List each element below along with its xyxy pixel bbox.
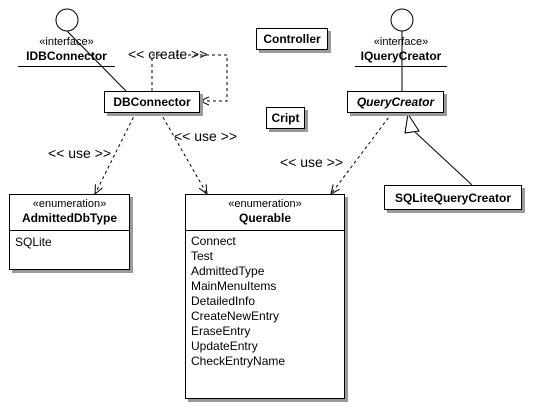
iquerycreator-lollipop — [390, 8, 414, 32]
enum-divider — [186, 230, 344, 231]
idbconnector-lollipop — [55, 8, 79, 32]
enum-name: Querable — [238, 211, 292, 225]
create-self-dependency — [151, 54, 228, 101]
enum-name: AdmittedDbType — [21, 211, 118, 225]
interface-iquerycreator: «interface» IQueryCreator — [355, 36, 447, 67]
interface-stereotype: «interface» — [39, 36, 94, 48]
interface-stereotype: «interface» — [373, 36, 429, 48]
use-querycreator-dependency — [331, 112, 393, 194]
class-name: DBConnector — [113, 95, 191, 109]
enum-literals: SQLite — [10, 231, 129, 250]
class-sqlitequerycreator[interactable]: SQLiteQueryCreator — [384, 185, 522, 210]
enum-stereotype: «enumeration» — [32, 198, 107, 210]
use-querable-dependency — [159, 111, 207, 194]
generalization-arrowhead — [404, 112, 420, 134]
use-querycreator-label: << use >> — [280, 154, 344, 170]
enum-stereotype: «enumeration» — [228, 198, 302, 210]
create-relation-label: << create >> — [128, 46, 208, 62]
generalization-line — [414, 131, 473, 186]
class-querycreator[interactable]: QueryCreator — [347, 91, 444, 113]
interface-underline — [18, 66, 115, 67]
enum-literal: Test — [191, 249, 214, 263]
enum-admitteddbtype[interactable]: «enumeration» AdmittedDbType SQLite — [9, 194, 130, 270]
enum-literal: EraseEntry — [191, 324, 251, 338]
class-cript[interactable]: Cript — [266, 107, 305, 129]
enum-literal: DetailedInfo — [191, 294, 256, 308]
idbconnector-realization-line — [66, 30, 127, 92]
class-dbconnector[interactable]: DBConnector — [104, 91, 200, 113]
enum-literals: Connect Test AdmittedType MainMenuItems … — [186, 231, 344, 369]
enum-literal: SQLite — [15, 235, 52, 249]
enum-literal: CheckEntryName — [191, 354, 286, 368]
enum-literal: MainMenuItems — [191, 279, 277, 293]
enum-literal: UpdateEntry — [191, 339, 258, 353]
class-name: Controller — [263, 32, 321, 46]
use-querable-label: << use >> — [174, 128, 238, 144]
enum-querable[interactable]: «enumeration» Querable Connect Test Admi… — [185, 194, 345, 399]
interface-underline — [355, 66, 447, 67]
enum-literal: CreateNewEntry — [191, 309, 280, 323]
enum-literal: AdmittedType — [191, 264, 265, 278]
class-name: QueryCreator — [356, 95, 435, 109]
interface-name: IQueryCreator — [360, 49, 442, 63]
class-name: Cript — [271, 111, 300, 125]
interface-name: IDBConnector — [26, 49, 107, 63]
class-controller[interactable]: Controller — [256, 28, 328, 50]
class-name: SQLiteQueryCreator — [394, 190, 512, 205]
enum-literal: Connect — [191, 234, 236, 248]
enum-divider — [10, 230, 129, 231]
interface-idbconnector: «interface» IDBConnector — [18, 36, 115, 67]
use-admitteddbtype-label: << use >> — [48, 145, 112, 161]
